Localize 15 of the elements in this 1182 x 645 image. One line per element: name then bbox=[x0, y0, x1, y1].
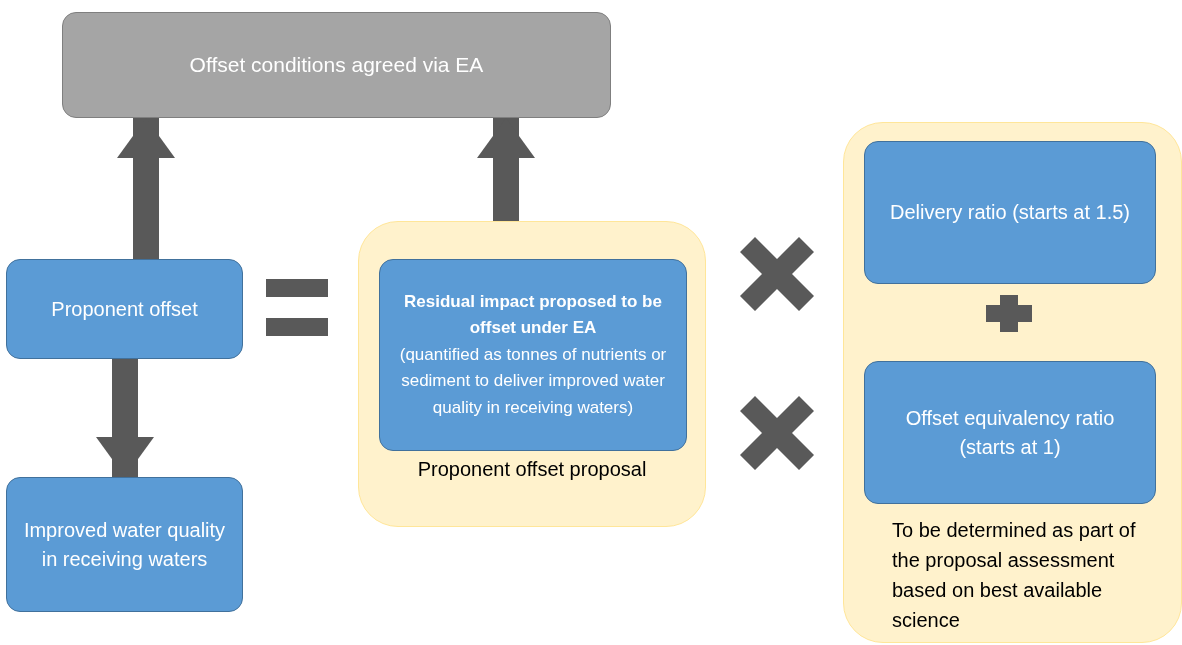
group-panel bbox=[843, 122, 1182, 643]
block-arrow bbox=[477, 118, 535, 221]
process-box: Improved water quality in receiving waters bbox=[6, 477, 243, 612]
group-panel bbox=[358, 221, 706, 527]
panel-caption: Proponent offset proposal bbox=[416, 458, 648, 481]
process-box: Offset conditions agreed via EA bbox=[62, 12, 611, 118]
process-box: Offset equivalency ratio (starts at 1) bbox=[864, 361, 1156, 504]
block-arrow bbox=[96, 359, 154, 477]
process-box: Delivery ratio (starts at 1.5) bbox=[864, 141, 1156, 284]
box-heading: Residual impact proposed to be offset under EA bbox=[403, 291, 663, 340]
block-arrow bbox=[117, 118, 175, 259]
box-text: (quantified as tonnes of nutrients or sediment to deliver improved water quality in receiving waters) bbox=[398, 343, 668, 419]
panel-caption: To be determined as part of the proposal assessment based on best available science bbox=[892, 518, 1137, 633]
process-box: Proponent offset bbox=[6, 259, 243, 359]
process-box bbox=[379, 259, 687, 451]
